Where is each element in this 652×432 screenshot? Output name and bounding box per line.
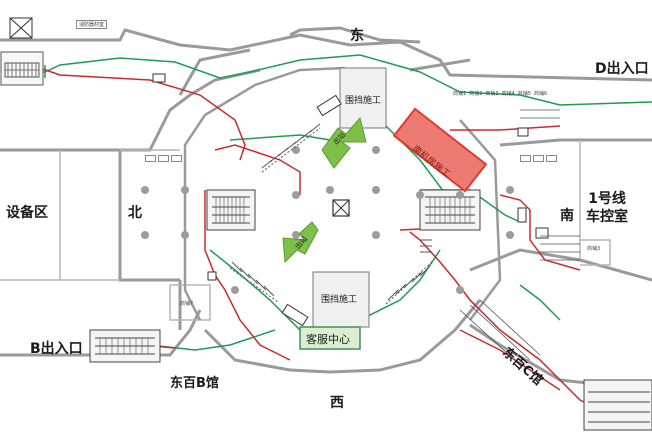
gate-line-south-west	[229, 261, 279, 303]
exit-arrow-top	[321, 116, 367, 169]
label-dongbai-b: 东百B馆	[170, 376, 219, 391]
gate-line-north	[261, 123, 321, 173]
label-line1-control-room: 1号线 车控室	[586, 191, 628, 225]
escalator-b-exit	[89, 329, 161, 363]
customer-service-box	[299, 326, 361, 350]
turnstile-marks	[152, 73, 549, 281]
label-small-room-south: 商铺3	[587, 246, 601, 252]
label-west: 西	[330, 395, 344, 411]
shop-label: 商铺6	[533, 91, 548, 97]
escalator-dongbai-c	[583, 379, 652, 431]
shop-label: 商铺3	[485, 91, 499, 97]
label-lower-left-room: 商铺7	[180, 301, 194, 307]
concourse-outline	[183, 66, 502, 321]
construction-box-bottom	[312, 271, 370, 328]
label-customer-service: 客服中心	[306, 333, 350, 346]
label-east: 东	[350, 28, 364, 44]
escalator-east	[419, 189, 481, 231]
escalator-top-left	[0, 51, 44, 86]
construction-zone-red	[392, 107, 488, 193]
shop-label: 商铺2	[469, 91, 483, 97]
gate-line-south-east	[385, 261, 433, 305]
ticket-machine-south	[281, 303, 309, 327]
label-top-left-room: 消防器材室	[76, 20, 108, 29]
shop-label: 商铺4	[501, 91, 515, 97]
inner-walls	[0, 140, 611, 321]
label-construction-top: 围挡施工	[345, 96, 382, 106]
center-elevator	[332, 199, 350, 217]
shop-label: 商铺1	[453, 91, 467, 97]
label-d-exit: D出入口	[595, 61, 649, 77]
escalator-upper-left-stair	[9, 17, 33, 39]
platform-lanes	[459, 109, 580, 366]
label-b-exit: B出入口	[30, 341, 83, 357]
label-construction-bottom: 围挡施工	[321, 295, 358, 305]
label-south: 南	[560, 208, 574, 224]
ticket-machine-north	[316, 94, 342, 117]
cabinet-group-south	[520, 155, 557, 162]
label-equipment-area: 设备区	[6, 205, 48, 221]
escalator-west	[206, 189, 256, 231]
exit-arrow-bottom	[282, 221, 319, 264]
columns	[141, 146, 514, 294]
label-north: 北	[128, 205, 142, 221]
cabinet-group-north	[145, 155, 182, 162]
gate-line-east	[420, 239, 432, 253]
shop-label: 商铺5	[517, 91, 531, 97]
shops-top: 商铺1 商铺2 商铺3 商铺4 商铺5 商铺6	[453, 90, 547, 97]
